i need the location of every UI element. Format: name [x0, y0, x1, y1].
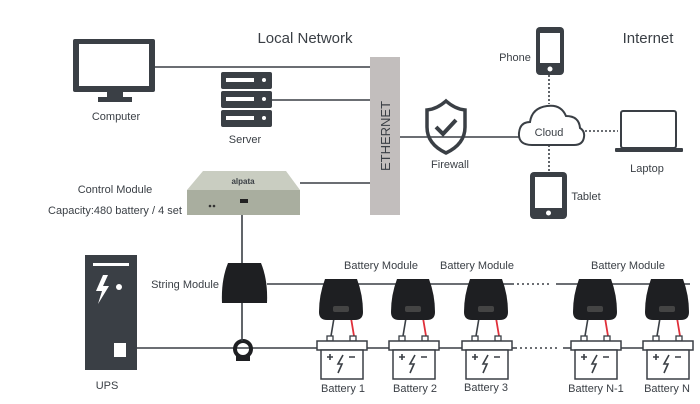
battery-label: Battery N — [644, 383, 690, 395]
ethernet-label: ETHERNET — [378, 101, 393, 171]
battery-module-device — [319, 279, 363, 320]
control-module-logo: alpata — [231, 177, 255, 186]
positive-wire — [350, 317, 355, 337]
shield-check-icon — [425, 98, 467, 155]
cloud-label: Cloud — [535, 127, 564, 139]
module-port — [405, 306, 421, 312]
string-module-device — [221, 263, 268, 303]
battery-label: Battery 3 — [464, 382, 508, 394]
positive-wire — [495, 317, 500, 337]
battery-module-device — [573, 279, 617, 320]
battery-label: Battery N-1 — [568, 383, 624, 395]
cloud-icon — [517, 104, 586, 146]
module-port — [659, 306, 675, 312]
battery-string — [316, 279, 694, 380]
control-module-device — [187, 171, 300, 215]
battery-module-label: Battery Module — [591, 260, 665, 272]
positive-wire — [604, 317, 609, 337]
battery-label: Battery 2 — [393, 383, 437, 395]
computer-icon — [73, 39, 155, 102]
negative-wire — [656, 317, 661, 337]
ethernet-switch — [370, 57, 400, 215]
battery-module-label: Battery Module — [344, 260, 418, 272]
negative-wire — [584, 317, 589, 337]
computer-label: Computer — [92, 111, 141, 123]
battery-module-device — [464, 279, 508, 320]
battery-top — [461, 340, 513, 351]
capacity-label: Capacity:480 battery / 4 set — [48, 205, 182, 217]
ups-label: UPS — [96, 380, 119, 392]
firewall-label: Firewall — [431, 159, 469, 171]
battery-symbol-icon — [472, 354, 500, 374]
battery-top — [570, 340, 622, 351]
internet-title: Internet — [623, 30, 675, 47]
current-sensor-icon — [233, 303, 253, 361]
phone-icon — [536, 27, 564, 75]
positive-wire — [422, 317, 427, 337]
module-port — [333, 306, 349, 312]
server-label: Server — [229, 134, 262, 146]
local-network-title: Local Network — [257, 30, 353, 47]
tablet-label: Tablet — [571, 191, 600, 203]
laptop-icon — [615, 110, 683, 152]
battery-module-device — [645, 279, 689, 320]
battery-top — [642, 340, 694, 351]
module-port — [587, 306, 603, 312]
string-module-label: String Module — [151, 279, 219, 291]
control-module-label: Control Module — [78, 184, 153, 196]
battery-symbol-icon — [581, 354, 609, 374]
negative-wire — [475, 317, 480, 337]
battery-symbol-icon — [399, 354, 427, 374]
ups-icon — [85, 255, 137, 370]
battery-module-device — [391, 279, 435, 320]
module-port — [478, 306, 494, 312]
battery-symbol-icon — [327, 354, 355, 374]
battery-top — [316, 340, 368, 351]
battery-top — [388, 340, 440, 351]
laptop-label: Laptop — [630, 163, 664, 175]
phone-label: Phone — [499, 52, 531, 64]
positive-wire — [676, 317, 681, 337]
negative-wire — [402, 317, 407, 337]
battery-module-label: Battery Module — [440, 260, 514, 272]
tablet-icon — [530, 172, 567, 219]
battery-symbol-icon — [653, 354, 681, 374]
negative-wire — [330, 317, 335, 337]
battery-label: Battery 1 — [321, 383, 365, 395]
server-icon — [221, 72, 272, 127]
